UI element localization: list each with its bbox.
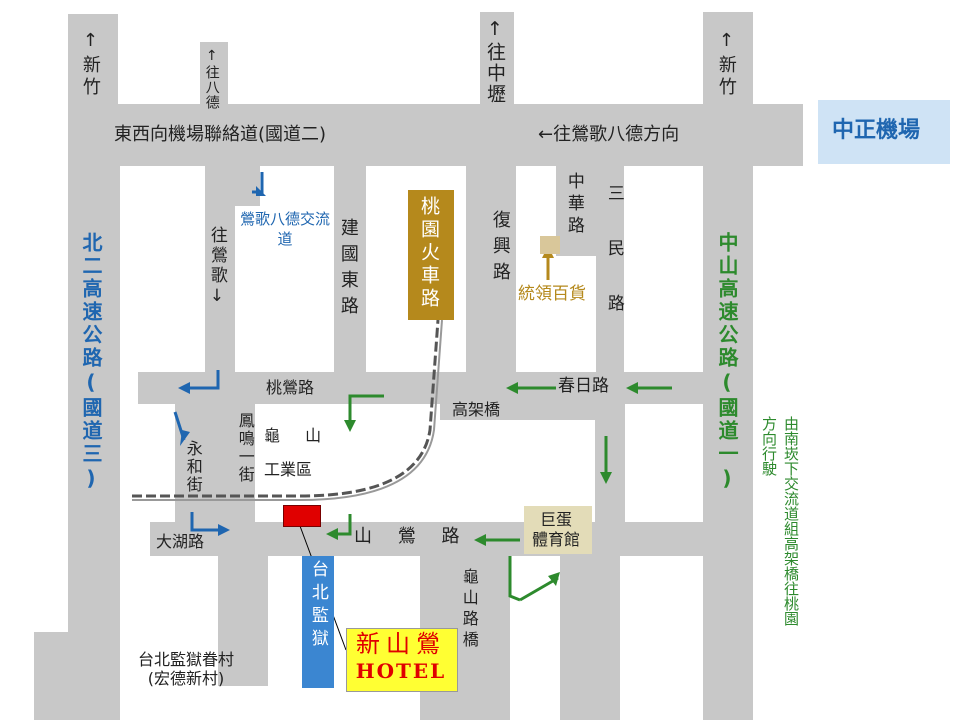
label-yonghe-street: 永和街 — [183, 440, 203, 494]
road-east-vertical — [595, 404, 625, 524]
label-jianguo-e-road: 建國東路 — [337, 218, 359, 322]
freeway-1 — [703, 104, 753, 720]
label-guishan-industrial-2: 工業區 — [264, 460, 313, 479]
label-fuxing-road: 復興路 — [489, 210, 511, 288]
label-south-note: 由南崁下交流道組高架橋往桃園方向行駛 — [760, 416, 800, 626]
road-shanying-east — [590, 522, 703, 556]
label-north-zhongli: ↑往中壢 — [483, 18, 506, 105]
label-prison-village: 台北監獄眷村 (宏德新村) — [138, 650, 235, 689]
road-fengming — [235, 404, 255, 534]
label-north-bade: ↑往八德 — [203, 48, 220, 110]
road-yingge-interchange — [230, 166, 260, 206]
label-tonglin-store: 統領百貨 — [518, 284, 586, 304]
label-guishan-viaduct: 龜山路橋 — [459, 568, 479, 652]
taipei-prison-box — [302, 556, 334, 688]
hotel-marker — [283, 505, 321, 527]
label-dahu-road: 大湖路 — [156, 532, 205, 551]
block-guishan — [255, 404, 335, 504]
freeway-1-upper — [703, 12, 753, 104]
label-north-hsinchu-left: ↑新竹 — [79, 30, 101, 99]
hotel-box — [346, 628, 458, 692]
taoyuan-station-box — [408, 190, 454, 320]
north-road-bade — [200, 42, 228, 104]
freeway-3 — [68, 104, 120, 634]
road-yingge-south — [205, 166, 235, 376]
label-viaduct: 高架橋 — [452, 400, 501, 419]
label-freeway-3: 北二高速公路(國道三) — [79, 232, 103, 493]
airport-box — [818, 100, 950, 164]
road-yonghe — [175, 404, 235, 534]
hotel-label: 新山鶯 HOTEL — [346, 630, 456, 684]
freeway-3-lower — [34, 632, 120, 720]
north-road-zhongli — [480, 12, 514, 104]
label-north-hsinchu-right: ↑新竹 — [715, 30, 737, 99]
road-southeast — [560, 556, 620, 720]
label-to-yingge-down: 往鶯歌↓ — [206, 226, 227, 309]
road-fuxing — [466, 166, 516, 376]
label-chunri-road: 春日路 — [558, 376, 609, 396]
road-prison-west — [218, 556, 268, 686]
label-taoying-road: 桃鶯路 — [266, 378, 315, 397]
label-freeway-1: 中山高速公路(國道一) — [715, 232, 739, 493]
road-taoying-chunri — [138, 372, 703, 404]
label-airport: 中正機場 — [832, 118, 921, 143]
label-airport-road: 東西向機場聯絡道(國道二) — [114, 124, 327, 145]
airport-expressway — [68, 104, 803, 166]
north-road-hsinchu-left — [68, 14, 118, 104]
label-shanying-road: 山 鶯 路 — [354, 526, 470, 547]
label-sanmin-road: 三民路 — [603, 184, 624, 349]
road-sanmin — [596, 166, 624, 376]
label-yingge-interchange: 鶯歌八德交流道 — [240, 210, 331, 248]
label-giant-egg-arena: 巨蛋 體育館 — [532, 510, 581, 549]
giant-egg-arena-box — [524, 506, 592, 554]
label-guishan-industrial-1: 龜 山 — [264, 426, 332, 445]
hotel-name-en: HOTEL — [355, 659, 447, 684]
label-taoyuan-station-road: 桃園火車路 — [417, 196, 440, 311]
hotel-name: 新山鶯 — [356, 630, 446, 658]
tonglin-store-box — [540, 236, 560, 254]
label-to-yingge-bade: ←往鶯歌八德方向 — [538, 124, 680, 145]
label-fengming-street: 鳳鳴一街 — [235, 412, 255, 484]
road-viaduct — [440, 404, 610, 420]
label-taipei-prison: 台北監獄 — [307, 560, 328, 652]
road-jianguo — [334, 166, 366, 376]
road-zhonghua — [556, 166, 596, 256]
label-zhonghua-road: 中華路 — [563, 172, 584, 238]
